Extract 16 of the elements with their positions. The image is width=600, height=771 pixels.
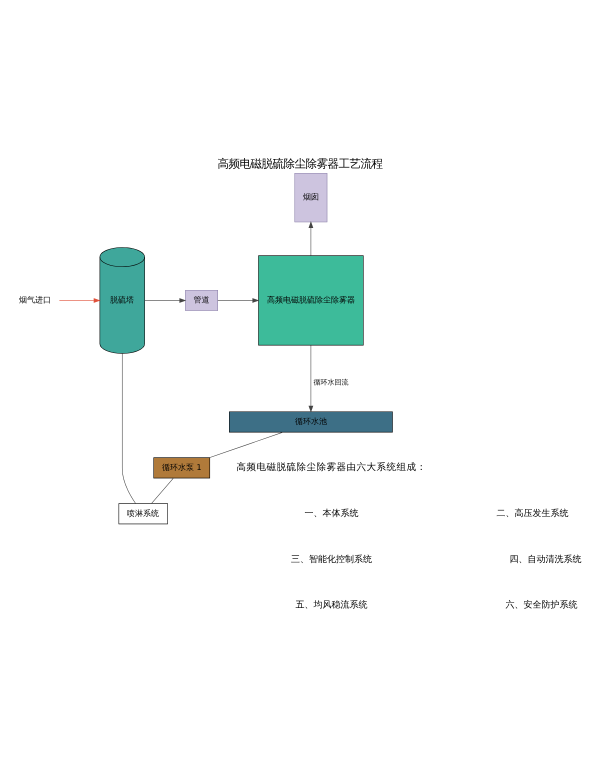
- label: 一、本体系统: [304, 508, 358, 518]
- arrow: [308, 220, 314, 256]
- arrow: [308, 344, 314, 412]
- label: 六、安全防护系统: [505, 600, 578, 610]
- arrow: [59, 298, 100, 302]
- label: 三、智能化控制系统: [290, 554, 372, 564]
- label: 五、均风稳流系统: [295, 600, 368, 610]
- arrow: [144, 298, 186, 302]
- label: 二、高压发生系统: [496, 508, 568, 518]
- arrow: [218, 298, 260, 302]
- label: 四、自动清洗系统: [509, 554, 582, 564]
- connector: [209, 431, 284, 458]
- connector: [122, 352, 136, 504]
- connector: [151, 477, 174, 504]
- diagram-title: 高频电磁脱硫除尘除雾器工艺流程: [218, 156, 382, 170]
- label: 高频电磁脱硫除尘除雾器由六大系统组成：: [236, 462, 426, 473]
